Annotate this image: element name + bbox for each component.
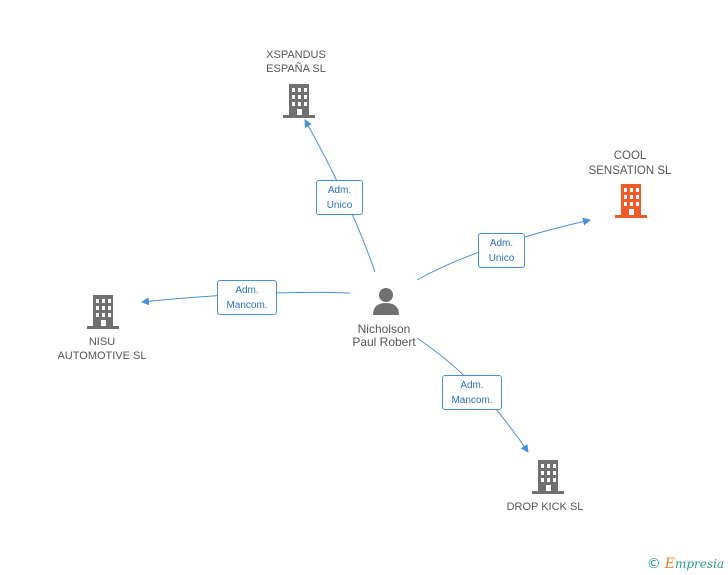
company-name-line: AUTOMOTIVE SL <box>57 350 147 362</box>
role-line: Adm. <box>489 238 514 249</box>
company-name-line: ESPAÑA SL <box>266 63 326 75</box>
edge-label-cool: Adm. Unico <box>478 233 525 268</box>
role-line: Unico <box>326 200 353 211</box>
person-name-line: Paul Robert <box>352 335 416 349</box>
role-line: Mancom. <box>451 395 493 406</box>
company-name-line: NISU <box>88 336 116 348</box>
edge-label-dropkick: Adm. Mancom. <box>442 375 502 410</box>
company-name-line: COOL <box>613 150 647 162</box>
person-name-line: Nicholson <box>357 322 411 336</box>
company-name-drop-kick[interactable]: DROP KICK SL <box>495 500 595 514</box>
building-icon[interactable] <box>615 184 647 218</box>
building-icon[interactable] <box>532 460 564 494</box>
empresia-brand[interactable]: ©Empresia <box>647 556 724 572</box>
role-line: Mancom. <box>226 300 268 311</box>
company-name-line: SENSATION SL <box>588 165 672 177</box>
company-name-line: XSPANDUS <box>266 49 326 61</box>
edge-label-nisu: Adm. Mancom. <box>217 280 277 315</box>
copyright-symbol: © <box>646 556 661 572</box>
company-name-nisu[interactable]: NISU AUTOMOTIVE SL <box>50 335 154 363</box>
company-name-xspandus[interactable]: XSPANDUS ESPAÑA SL <box>246 48 346 76</box>
role-line: Adm. <box>327 185 352 196</box>
role-line: Adm. <box>460 380 484 391</box>
person-name[interactable]: Nicholson Paul Robert <box>334 323 434 349</box>
role-line: Adm. <box>235 285 259 296</box>
brand-initial: E <box>664 556 675 572</box>
edge-label-xspandus: Adm. Unico <box>316 180 363 215</box>
building-icon[interactable] <box>87 295 119 329</box>
building-icon[interactable] <box>283 84 315 118</box>
person-icon[interactable] <box>371 287 401 315</box>
company-name-line: DROP KICK SL <box>506 501 584 513</box>
company-name-cool-sensation[interactable]: COOL SENSATION SL <box>578 149 682 179</box>
role-line: Unico <box>488 253 515 264</box>
brand-name: mpresia <box>674 557 724 571</box>
